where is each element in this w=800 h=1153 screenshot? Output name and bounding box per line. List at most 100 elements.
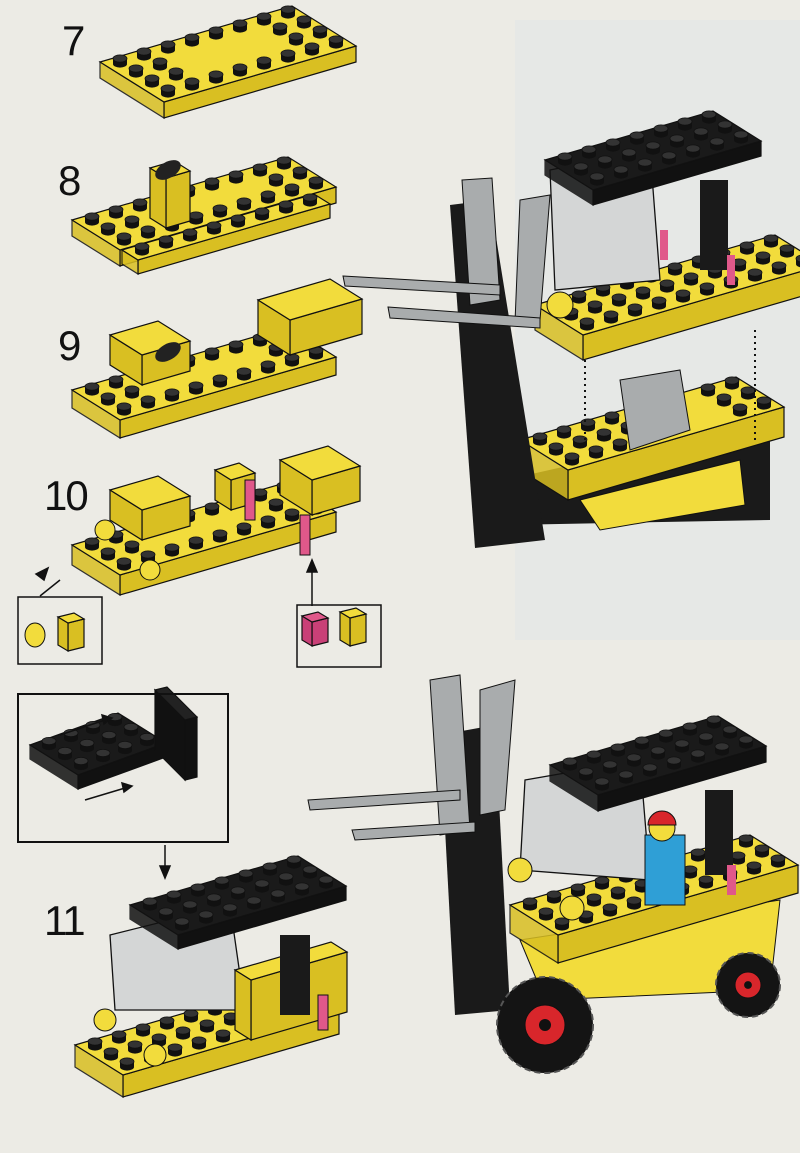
stud-base — [725, 382, 739, 390]
stud — [158, 907, 174, 916]
fork-tine — [387, 306, 541, 329]
stud — [308, 176, 324, 185]
stud — [645, 141, 661, 150]
stud-base — [739, 741, 753, 749]
stud — [108, 375, 124, 384]
stud-base — [611, 892, 625, 900]
stud — [570, 883, 586, 892]
stud-base — [756, 257, 770, 265]
pink-tile — [244, 479, 256, 521]
stud — [246, 896, 262, 905]
minifigure-torso — [644, 834, 686, 906]
stud — [188, 211, 204, 220]
stud-base — [606, 144, 620, 152]
stud-base — [596, 289, 610, 297]
forklift-assembly-exploded — [342, 110, 800, 548]
stud — [260, 360, 276, 369]
stud — [682, 722, 698, 731]
stud — [260, 515, 276, 524]
stud-base — [135, 248, 149, 256]
stud — [158, 235, 174, 244]
headlight — [546, 291, 574, 319]
stud-base — [694, 133, 708, 141]
stud-base — [764, 240, 778, 248]
stud-base — [255, 213, 269, 221]
axle — [539, 1019, 551, 1031]
stud-base — [574, 168, 588, 176]
stud — [589, 172, 605, 181]
stud-base — [582, 151, 596, 159]
stud — [136, 47, 152, 56]
stud — [124, 215, 140, 224]
stud — [175, 1026, 191, 1035]
stud — [116, 557, 132, 566]
stud — [140, 550, 156, 559]
stud — [270, 889, 286, 898]
step-number-7: 7 — [62, 17, 85, 64]
stud — [610, 886, 626, 895]
stud-base — [557, 431, 571, 439]
stud — [140, 225, 156, 234]
stud-base — [605, 417, 619, 425]
stud-base — [667, 762, 681, 770]
stud-base — [603, 766, 617, 774]
step-9-build — [70, 278, 364, 440]
stud — [100, 547, 116, 556]
stud — [135, 1023, 151, 1032]
fork-tine — [342, 275, 501, 296]
stud-base — [635, 742, 649, 750]
fork-tine — [307, 789, 461, 811]
stud — [714, 742, 730, 751]
stud — [312, 25, 328, 34]
stud-base — [253, 494, 267, 502]
step-8-build — [70, 156, 338, 276]
stud — [174, 917, 190, 926]
stud-base — [124, 728, 138, 737]
stud — [268, 173, 284, 182]
assembly-arrows — [34, 558, 319, 880]
stud — [262, 862, 278, 871]
stud — [139, 733, 155, 742]
stud — [84, 212, 100, 221]
headlight — [93, 1008, 117, 1032]
stud-base — [209, 32, 223, 40]
stud-base — [165, 549, 179, 557]
stud-base — [191, 889, 205, 897]
stud — [546, 890, 562, 899]
stud-base — [102, 736, 116, 745]
stud-base — [285, 359, 299, 367]
stud-base — [700, 288, 714, 296]
stud-base — [539, 913, 553, 921]
stud-base — [271, 895, 285, 903]
inset-box-roof — [17, 693, 229, 843]
stud-base — [58, 752, 72, 761]
stud — [280, 49, 296, 58]
plate-top-face — [120, 193, 332, 261]
stud-base — [702, 116, 716, 124]
stud-base — [176, 1032, 190, 1040]
stud-base — [199, 916, 213, 924]
stud-base — [263, 868, 277, 876]
stud — [328, 35, 344, 44]
stud — [214, 876, 230, 885]
brick-top — [256, 278, 364, 321]
stud — [613, 165, 629, 174]
stud — [238, 869, 254, 878]
stud-base — [205, 353, 219, 361]
stud-base — [303, 871, 317, 879]
stud — [232, 63, 248, 72]
stud-base — [279, 878, 293, 886]
stud — [41, 737, 57, 746]
stud — [57, 747, 73, 756]
stud-base — [699, 881, 713, 889]
stud-base — [654, 130, 668, 138]
stud-base — [533, 438, 547, 446]
stud-base — [619, 776, 633, 784]
stud-base — [289, 38, 303, 46]
stud-base — [80, 744, 94, 753]
stud-base — [630, 137, 644, 145]
stud — [191, 1036, 207, 1045]
stud — [747, 268, 763, 277]
stud — [627, 303, 643, 312]
stud — [579, 317, 595, 326]
